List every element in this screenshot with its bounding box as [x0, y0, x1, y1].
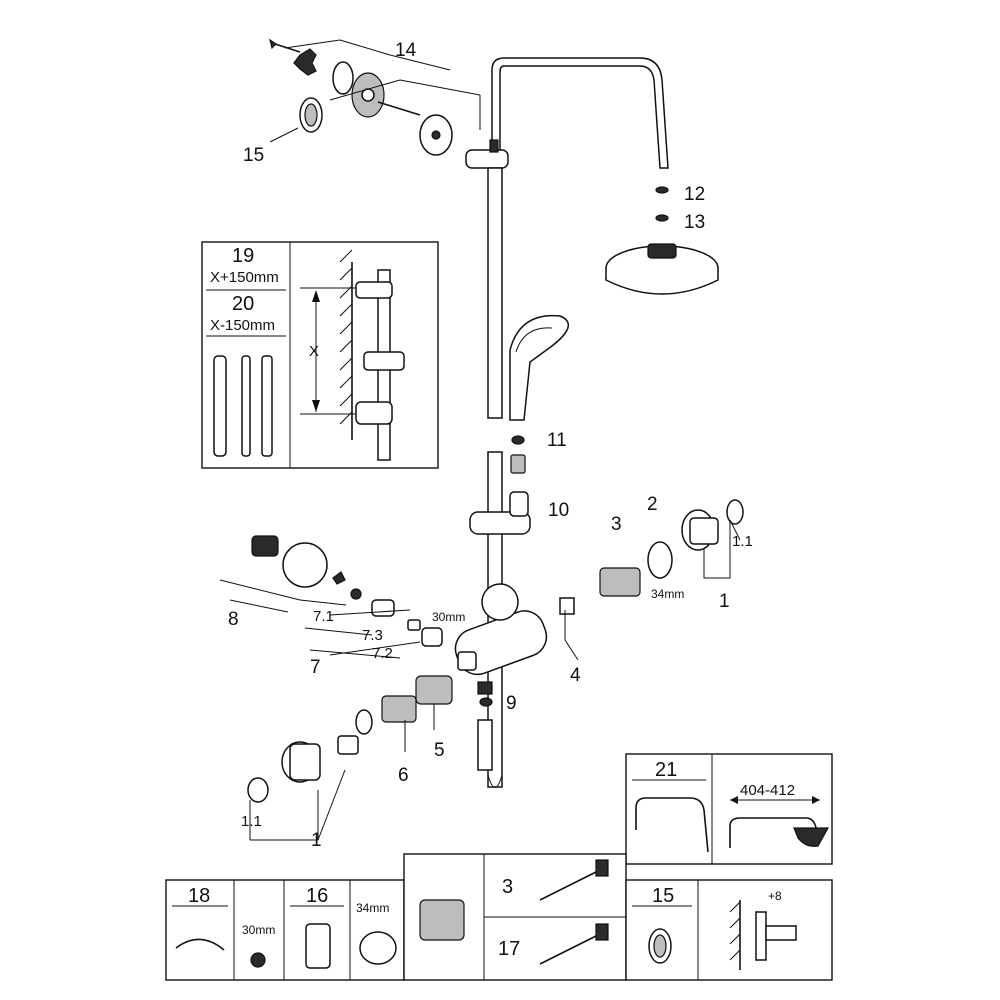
right-parts [559, 499, 744, 661]
callout-1-right: 1 [719, 591, 730, 612]
box-16-number: 16 [306, 885, 328, 907]
box-18-number: 18 [188, 885, 210, 907]
box-21-dimension: 404-412 [740, 782, 795, 799]
callout-2: 2 [647, 494, 658, 515]
box-x-label: X [309, 343, 319, 360]
arm-length-box: 21 404-412 [625, 753, 833, 865]
callout-5: 5 [434, 740, 445, 761]
callout-1-1-left: 1.1 [241, 813, 262, 830]
callout-15: 15 [243, 145, 264, 166]
box-21-number: 21 [655, 759, 677, 781]
callout-8: 8 [228, 609, 239, 630]
box-16-dimension: 34mm [356, 901, 389, 915]
callout-7-1: 7.1 [313, 608, 334, 625]
callout-11: 11 [547, 430, 567, 451]
callout-13: 13 [684, 212, 705, 233]
callout-labels: 14 15 12 13 11 10 2 3 1.1 1 4 8 7.1 7.3 … [228, 40, 753, 851]
dimension-30mm: 30mm [432, 610, 465, 624]
callout-9: 9 [506, 693, 517, 714]
callout-7-2: 7.2 [372, 645, 393, 662]
callout-6: 6 [398, 765, 409, 786]
box-3-number: 3 [502, 876, 513, 898]
callout-7: 7 [310, 657, 321, 678]
left-parts [219, 535, 493, 841]
wall-bracket-assembly [269, 38, 481, 156]
box-15-dimension: +8 [768, 889, 782, 903]
box-19-number: 19 [232, 245, 254, 267]
callout-3: 3 [611, 514, 622, 535]
callout-1-1-right: 1.1 [732, 533, 753, 550]
box-20-number: 20 [232, 293, 254, 315]
callout-4: 4 [570, 665, 581, 686]
callout-10: 10 [548, 500, 569, 521]
box-20-dimension: X-150mm [210, 317, 275, 334]
box-15-number: 15 [652, 885, 674, 907]
rail-length-box: 19 X+150mm 20 X-150mm X [201, 241, 439, 469]
box-18-dimension: 30mm [242, 923, 275, 937]
box-19-dimension: X+150mm [210, 269, 279, 286]
callout-7-3: 7.3 [362, 627, 383, 644]
bottom-parts-boxes: 18 30mm 16 34mm 3 17 15 +8 [165, 853, 833, 981]
box-17-number: 17 [498, 938, 520, 960]
callout-12: 12 [684, 184, 705, 205]
dimension-34mm: 34mm [651, 587, 684, 601]
shower-column [454, 57, 719, 788]
callout-1-left: 1 [311, 830, 322, 851]
callout-14: 14 [395, 40, 417, 61]
